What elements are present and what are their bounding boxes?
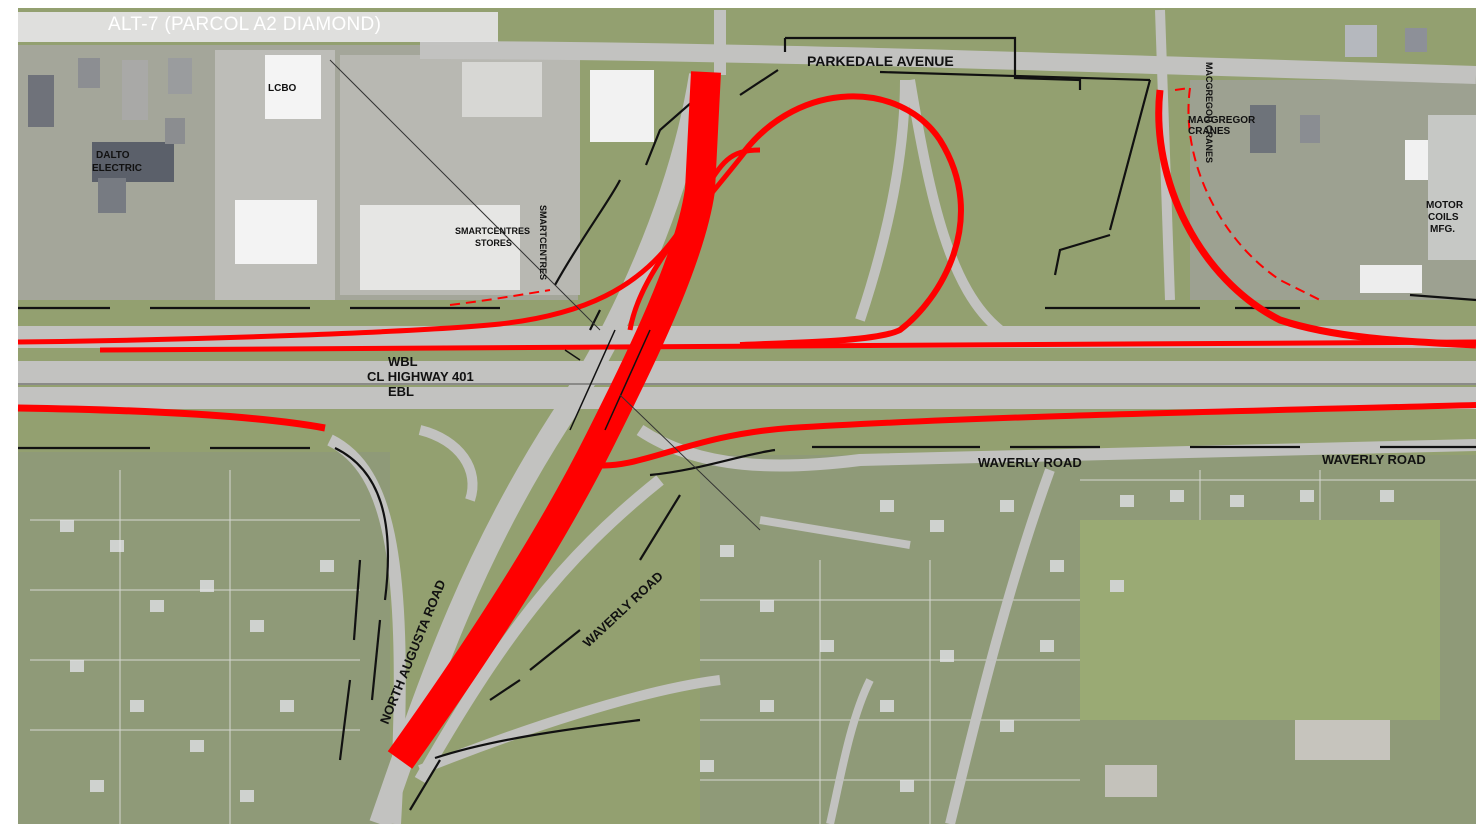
motor-label-line1: MOTOR: [1426, 200, 1464, 211]
lcbo-label: LCBO: [268, 83, 297, 94]
macgregor-label-line1: MACGREGOR: [1188, 115, 1256, 126]
smartcentres-label-vertical: SMARTCENTRES: [538, 205, 548, 280]
wbl-label: WBL: [388, 354, 418, 369]
dalto-label-line1: DALTO: [96, 150, 130, 161]
macgregor-label-line2: CRANES: [1188, 126, 1231, 137]
highway-401-label: CL HIGHWAY 401: [367, 369, 474, 384]
smartcentres-label-line2: STORES: [475, 238, 512, 248]
ramp-loop: [739, 93, 964, 348]
waverly-road-label-1: WAVERLY ROAD: [978, 455, 1082, 470]
proposed-alignment: [17, 71, 1476, 769]
north-augusta-realignment: [387, 71, 721, 769]
ebl-label: EBL: [388, 384, 414, 399]
parkedale-label: PARKEDALE AVENUE: [807, 53, 954, 69]
lcbo-building: [265, 55, 321, 119]
residential-west: [18, 452, 390, 824]
macgregor-label-vertical: MACGREGOR CRANES: [1204, 62, 1214, 163]
title-banner: [18, 12, 498, 42]
waverly-road-label-2: WAVERLY ROAD: [1322, 452, 1426, 467]
residential-houses: [60, 490, 1394, 802]
motor-label-line2: COILS: [1428, 212, 1459, 223]
smartcentres-building: [360, 205, 520, 290]
plan-title: ALT-7 (PARCOL A2 DIAMOND): [108, 14, 382, 35]
smartcentres-label-line1: SMARTCENTRES: [455, 226, 530, 236]
motor-label-line3: MFG.: [1430, 224, 1455, 235]
property-lines: [18, 36, 1476, 811]
dalto-label-line2: ELECTRIC: [92, 163, 142, 174]
proposed-dashed-lines: [449, 87, 1321, 306]
